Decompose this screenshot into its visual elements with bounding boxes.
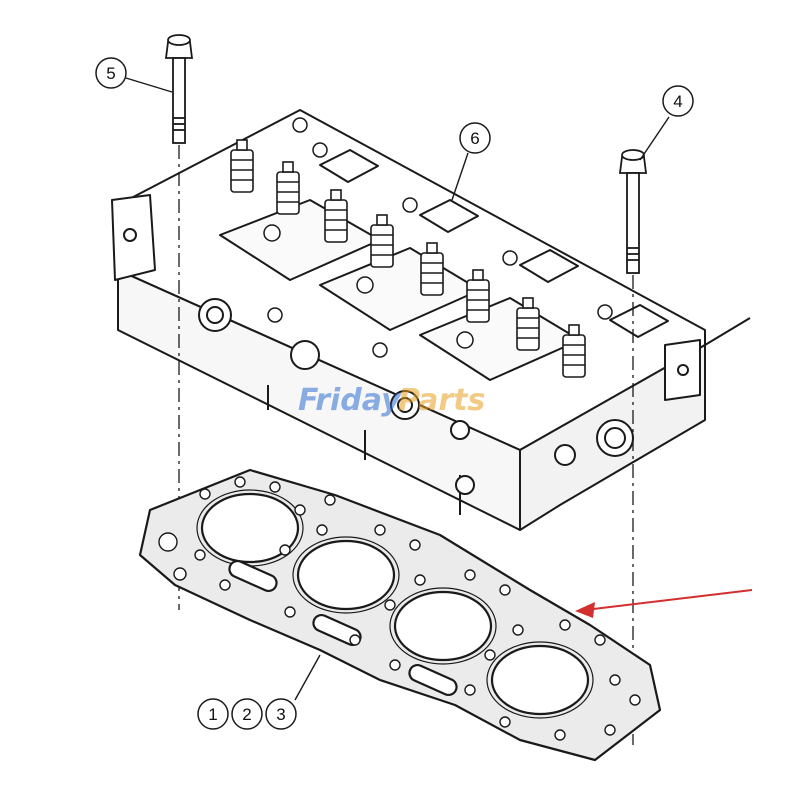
callout-label-1: 1 [208,705,217,724]
watermark-text-part2: Parts [398,383,485,418]
valve-springs [230,139,586,378]
callout-1-2-3: 1 2 3 [197,654,321,730]
callout-4: 4 [639,85,694,161]
callout-label-5: 5 [106,64,115,83]
callout-label-2: 2 [242,705,251,724]
callout-label-4: 4 [673,92,682,111]
callout-6: 6 [451,122,491,201]
watermark-logo: Friday Parts [298,383,485,418]
cylinder-head [111,109,751,531]
bolt-5 [164,34,194,144]
callout-label-3: 3 [276,705,285,724]
watermark-text-part1: Friday [298,383,402,418]
red-pointer-arrow-icon [575,589,753,618]
head-studs [263,117,613,358]
bolt-4 [618,149,648,274]
head-gasket [138,468,662,762]
callout-label-6: 6 [470,129,479,148]
callout-5: 5 [95,57,173,93]
